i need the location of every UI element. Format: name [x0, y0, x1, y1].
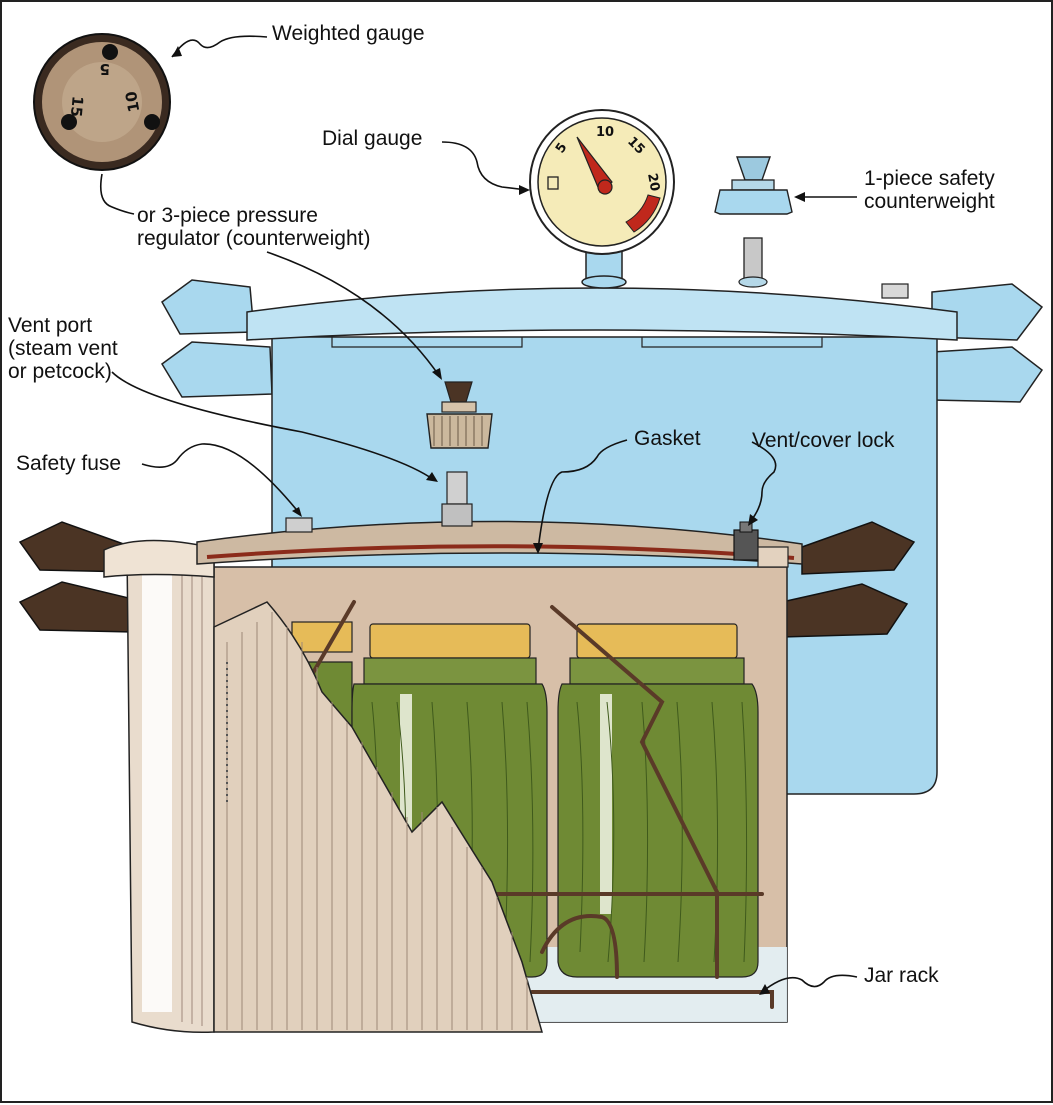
label-regulator-line1: or 3-piece pressure — [137, 204, 318, 227]
jar-right — [557, 623, 759, 978]
blue-handle-left-bottom — [161, 341, 273, 398]
wg-num-15: 15 — [67, 95, 87, 117]
brown-lid — [196, 520, 803, 565]
dial-num-10: 10 — [596, 125, 614, 140]
label-regulator-line2: regulator (counterweight) — [137, 227, 371, 250]
vent-cover-lock-part — [733, 521, 789, 568]
pot-rim — [103, 539, 215, 578]
label-dial-gauge: Dial gauge — [322, 127, 423, 150]
label-safety-fuse: Safety fuse — [16, 452, 122, 475]
blue-handle-right-bottom — [931, 346, 1044, 403]
label-vent-port-line3: or petcock) — [8, 360, 112, 383]
pressure-regulator — [426, 381, 493, 449]
blue-handle-left-top — [161, 279, 255, 335]
wg-num-10: 10 — [122, 90, 143, 114]
vent-port-part — [441, 471, 473, 527]
cutaway-wall — [213, 601, 543, 1033]
handle-right-top — [801, 521, 916, 575]
gasket — [206, 544, 795, 560]
jar-rack — [300, 600, 774, 1009]
label-weighted-gauge: Weighted gauge — [272, 22, 425, 45]
counterweight-post — [743, 237, 763, 281]
handle-left-bottom — [18, 581, 138, 633]
label-vent-port-line2: (steam vent — [8, 337, 118, 360]
dial-num-20: 20 — [644, 172, 662, 192]
label-vent-port-line1: Vent port — [8, 314, 93, 337]
wg-num-5: 5 — [100, 60, 110, 78]
safety-counterweight — [714, 156, 793, 215]
brown-canner — [18, 471, 916, 1034]
safety-fuse-part — [285, 517, 313, 533]
label-counterweight-line1: 1-piece safety — [864, 167, 995, 190]
blue-lid — [246, 287, 958, 341]
label-vent-cover-lock: Vent/cover lock — [752, 429, 895, 452]
dial-gauge: 5 10 15 20 — [529, 109, 675, 255]
label-gasket: Gasket — [634, 427, 701, 450]
callout-lines — [99, 35, 858, 995]
label-counterweight-line2: counterweight — [864, 190, 995, 213]
weighted-gauge: 5 15 10 — [33, 33, 171, 171]
label-jar-rack: Jar rack — [864, 964, 939, 987]
dial-red-zone — [625, 194, 661, 233]
